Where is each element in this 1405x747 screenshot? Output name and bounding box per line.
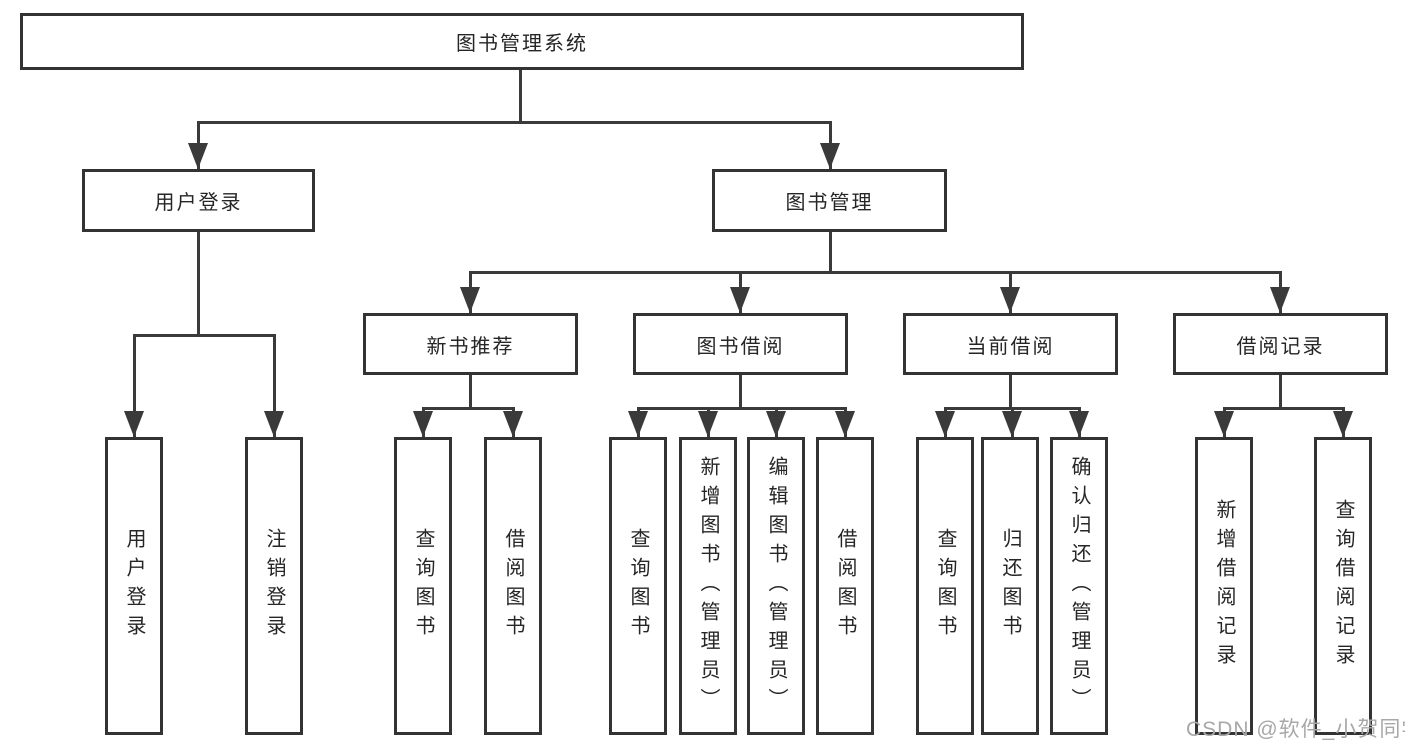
leaf-bb-add-books-admin: 新增图书（管理员） bbox=[679, 437, 737, 735]
leaf-cb-return-books: 归还图书 bbox=[981, 437, 1039, 735]
arrowhead bbox=[1002, 411, 1022, 437]
arrowhead bbox=[820, 143, 840, 169]
leaf-logout: 注销登录 bbox=[245, 437, 303, 735]
arrowhead bbox=[1069, 411, 1089, 437]
leaf-user-login: 用户登录 bbox=[105, 437, 163, 735]
arrowhead bbox=[264, 411, 284, 437]
node-book-management: 图书管理 bbox=[712, 169, 947, 232]
node-current-borrow: 当前借阅 bbox=[903, 313, 1118, 375]
leaf-br-query-record: 查询借阅记录 bbox=[1314, 437, 1372, 735]
connector-hline bbox=[637, 407, 847, 410]
arrowhead bbox=[1000, 287, 1020, 313]
leaf-rec-borrow-books: 借阅图书 bbox=[484, 437, 542, 735]
arrowhead bbox=[698, 411, 718, 437]
arrowhead bbox=[503, 411, 523, 437]
connector-vline bbox=[829, 232, 832, 272]
connector-hline bbox=[469, 271, 1282, 274]
arrowhead bbox=[413, 411, 433, 437]
connector-hline bbox=[1223, 407, 1345, 410]
connector-vline bbox=[197, 232, 200, 335]
arrowhead bbox=[460, 287, 480, 313]
arrowhead bbox=[730, 287, 750, 313]
arrowhead bbox=[935, 411, 955, 437]
node-new-book-recommend: 新书推荐 bbox=[363, 313, 578, 375]
node-book-borrow: 图书借阅 bbox=[633, 313, 848, 375]
leaf-bb-query-books: 查询图书 bbox=[609, 437, 667, 735]
leaf-rec-query-books: 查询图书 bbox=[394, 437, 452, 735]
arrowhead bbox=[188, 143, 208, 169]
leaf-bb-borrow-books: 借阅图书 bbox=[816, 437, 874, 735]
connector-hline bbox=[197, 121, 832, 124]
node-borrow-records: 借阅记录 bbox=[1173, 313, 1388, 375]
arrowhead bbox=[628, 411, 648, 437]
connector-hline bbox=[422, 407, 515, 410]
arrowhead bbox=[124, 411, 144, 437]
connector-vline bbox=[469, 375, 472, 408]
leaf-cb-confirm-return-admin: 确认归还（管理员） bbox=[1050, 437, 1108, 735]
connector-vline bbox=[1279, 375, 1282, 408]
arrowhead bbox=[1214, 411, 1234, 437]
node-user-login: 用户登录 bbox=[82, 169, 315, 232]
connector-vline bbox=[273, 335, 276, 437]
arrowhead bbox=[835, 411, 855, 437]
connector-vline bbox=[133, 335, 136, 437]
arrowhead bbox=[1333, 411, 1353, 437]
watermark: CSDN @软件_小贺同学 bbox=[1186, 718, 1405, 741]
connector-vline bbox=[519, 69, 522, 122]
node-root: 图书管理系统 bbox=[20, 13, 1024, 70]
connector-vline bbox=[739, 375, 742, 408]
leaf-cb-query-books: 查询图书 bbox=[916, 437, 974, 735]
connector-hline bbox=[133, 334, 276, 337]
arrowhead bbox=[766, 411, 786, 437]
leaf-bb-edit-books-admin: 编辑图书（管理员） bbox=[747, 437, 805, 735]
connector-vline bbox=[1009, 375, 1012, 408]
arrowhead bbox=[1270, 287, 1290, 313]
leaf-br-add-record: 新增借阅记录 bbox=[1195, 437, 1253, 735]
